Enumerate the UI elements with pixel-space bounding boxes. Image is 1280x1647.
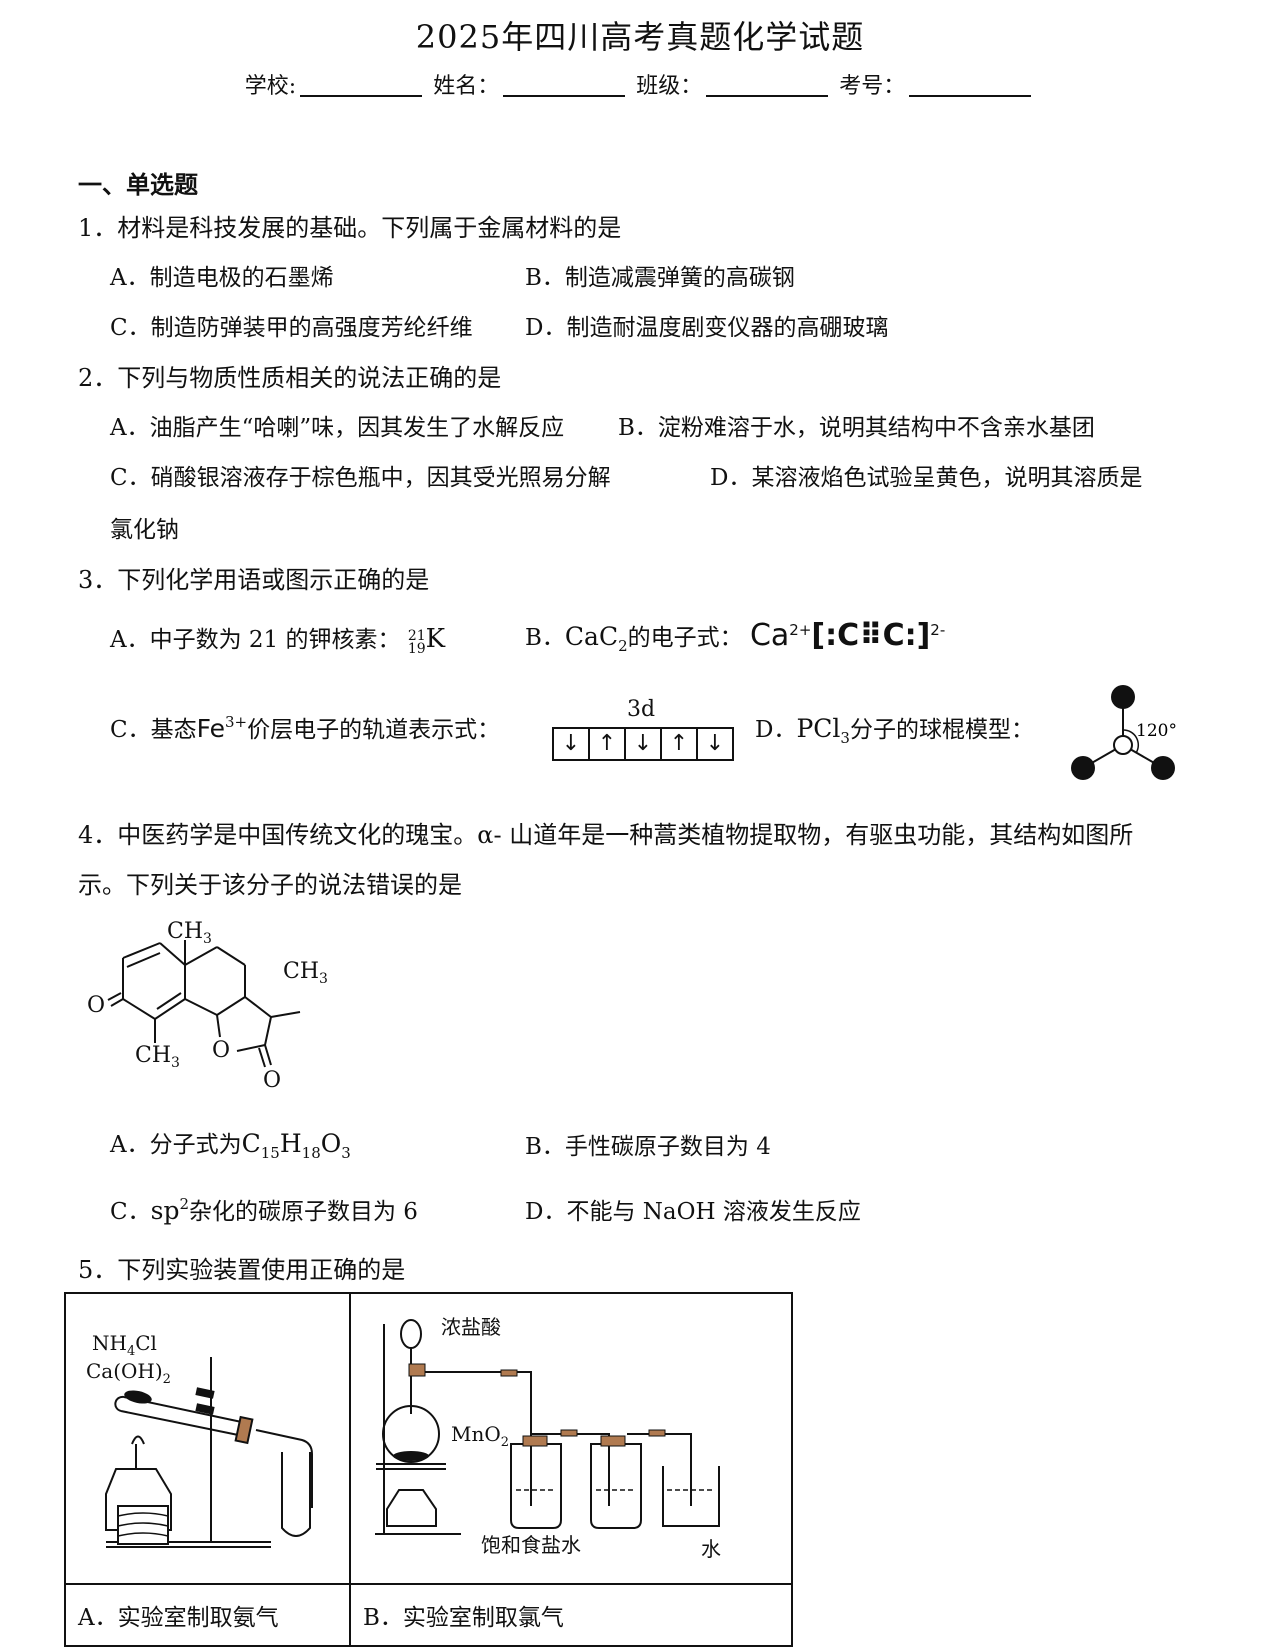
q4-option-c: C．sp2杂化的碳原子数目为 6 bbox=[110, 1195, 418, 1225]
q3-option-b: B．CaC2的电子式： Ca2+[:C⠿C:]2- bbox=[525, 618, 946, 655]
santonin-structure: CH3 O CH3 CH3 O O bbox=[87, 919, 328, 1093]
orbital-box: ↑ bbox=[662, 729, 698, 759]
apparatus-b-cell: 浓盐酸 MnO2 饱和食盐水 水 bbox=[349, 1292, 793, 1585]
apparatus-b-caption-cell: B．实验室制取氯气 bbox=[349, 1583, 793, 1647]
svg-text:CH3: CH3 bbox=[167, 919, 212, 947]
q2-option-c: C．硝酸银溶液存于棕色瓶中，因其受光照易分解 bbox=[110, 465, 611, 491]
q2-option-d-cont: 氯化钠 bbox=[110, 517, 179, 543]
school-blank bbox=[300, 75, 423, 97]
cl-atom-top bbox=[1111, 685, 1135, 709]
q3-option-c: C．基态Fe3+价层电子的轨道表示式： bbox=[110, 713, 501, 743]
orbital-diagram: ↓↑↓↑↓ bbox=[552, 727, 734, 761]
svg-text:Ca(OH)2: Ca(OH)2 bbox=[86, 1359, 171, 1387]
orbital-box: ↓ bbox=[705, 731, 725, 756]
svg-text:O: O bbox=[263, 1068, 281, 1093]
svg-text:CH3: CH3 bbox=[135, 1043, 180, 1071]
q1-option-a: A．制造电极的石墨烯 bbox=[110, 265, 334, 291]
svg-text:O: O bbox=[212, 1038, 230, 1063]
apparatus-table: NH4Cl Ca(OH)2 bbox=[64, 1292, 793, 1647]
q4-stem-line1: 4．中医药学是中国传统文化的瑰宝。α- 山道年是一种蒿类植物提取物，有驱虫功能，… bbox=[78, 821, 1134, 849]
q2-option-a: A．油脂产生“哈喇”味，因其发生了水解反应 bbox=[110, 415, 565, 441]
cl-atom-left bbox=[1071, 756, 1095, 780]
q4-option-b: B．手性碳原子数目为 4 bbox=[525, 1134, 771, 1160]
apparatus-a-cell: NH4Cl Ca(OH)2 bbox=[64, 1292, 351, 1585]
svg-text:CH3: CH3 bbox=[283, 959, 328, 987]
number-blank bbox=[909, 75, 1032, 97]
q1-option-c: C．制造防弹装甲的高强度芳纶纤维 bbox=[110, 315, 473, 341]
class-blank bbox=[706, 75, 829, 97]
chlorine-apparatus: 浓盐酸 MnO2 饱和食盐水 水 bbox=[375, 1315, 721, 1561]
q2-option-b: B．淀粉难溶于水，说明其结构中不含亲水基团 bbox=[618, 415, 1095, 441]
svg-text:浓盐酸: 浓盐酸 bbox=[441, 1315, 501, 1339]
q3-stem: 3．下列化学用语或图示正确的是 bbox=[78, 566, 430, 594]
svg-text:NH4Cl: NH4Cl bbox=[92, 1331, 157, 1359]
name-label: 姓名： bbox=[433, 74, 500, 99]
school-label: 学校: bbox=[244, 74, 297, 99]
svg-text:O: O bbox=[87, 993, 105, 1018]
svg-text:饱和食盐水: 饱和食盐水 bbox=[481, 1533, 581, 1557]
page-title: 2025年四川高考真题化学试题 bbox=[415, 18, 865, 56]
class-label: 班级： bbox=[636, 74, 703, 99]
q5-option-b: B．实验室制取氯气 bbox=[363, 1605, 564, 1631]
section-heading: 一、单选题 bbox=[78, 171, 198, 199]
q2-stem: 2．下列与物质性质相关的说法正确的是 bbox=[78, 364, 502, 392]
q2-option-d: D．某溶液焰色试验呈黄色，说明其溶质是 bbox=[710, 465, 1143, 491]
apparatus-a-caption-cell: A．实验室制取氨气 bbox=[64, 1583, 351, 1647]
svg-text:MnO2: MnO2 bbox=[451, 1422, 509, 1450]
electron-formula: Ca2+[:C⠿C:]2- bbox=[749, 618, 946, 653]
q1-option-b: B．制造减震弹簧的高碳钢 bbox=[525, 265, 795, 291]
orbital-box: ↓ bbox=[626, 729, 662, 759]
q4-option-a: A．分子式为C15H18O3 bbox=[110, 1129, 351, 1162]
nuclide-symbol: K bbox=[425, 624, 446, 654]
q4-option-d: D．不能与 NaOH 溶液发生反应 bbox=[525, 1199, 861, 1225]
q1-stem: 1．材料是科技发展的基础。下列属于金属材料的是 bbox=[78, 214, 622, 242]
q5-stem: 5．下列实验装置使用正确的是 bbox=[78, 1256, 406, 1284]
svg-text:水: 水 bbox=[701, 1537, 721, 1561]
orbital-box: ↑ bbox=[590, 729, 626, 759]
p-atom bbox=[1113, 735, 1133, 755]
svg-text:120°: 120° bbox=[1136, 721, 1177, 741]
q4-stem-line2: 示。下列关于该分子的说法错误的是 bbox=[78, 871, 462, 899]
ammonia-apparatus: NH4Cl Ca(OH)2 bbox=[86, 1331, 313, 1548]
cl-atom-right bbox=[1151, 756, 1175, 780]
student-info-line: 学校: 姓名： 班级： 考号： bbox=[0, 68, 1280, 100]
orbital-label: 3d bbox=[627, 697, 656, 722]
ball-stick-model: 120° bbox=[1071, 685, 1177, 780]
q5-option-a: A．实验室制取氨气 bbox=[78, 1605, 279, 1631]
name-blank bbox=[503, 75, 626, 97]
number-label: 考号： bbox=[839, 74, 906, 99]
orbital-box: ↓ bbox=[554, 729, 590, 759]
q1-option-d: D．制造耐温度剧变仪器的高硼玻璃 bbox=[525, 315, 889, 341]
q3-option-d: D．PCl3分子的球棍模型： bbox=[755, 714, 1034, 747]
